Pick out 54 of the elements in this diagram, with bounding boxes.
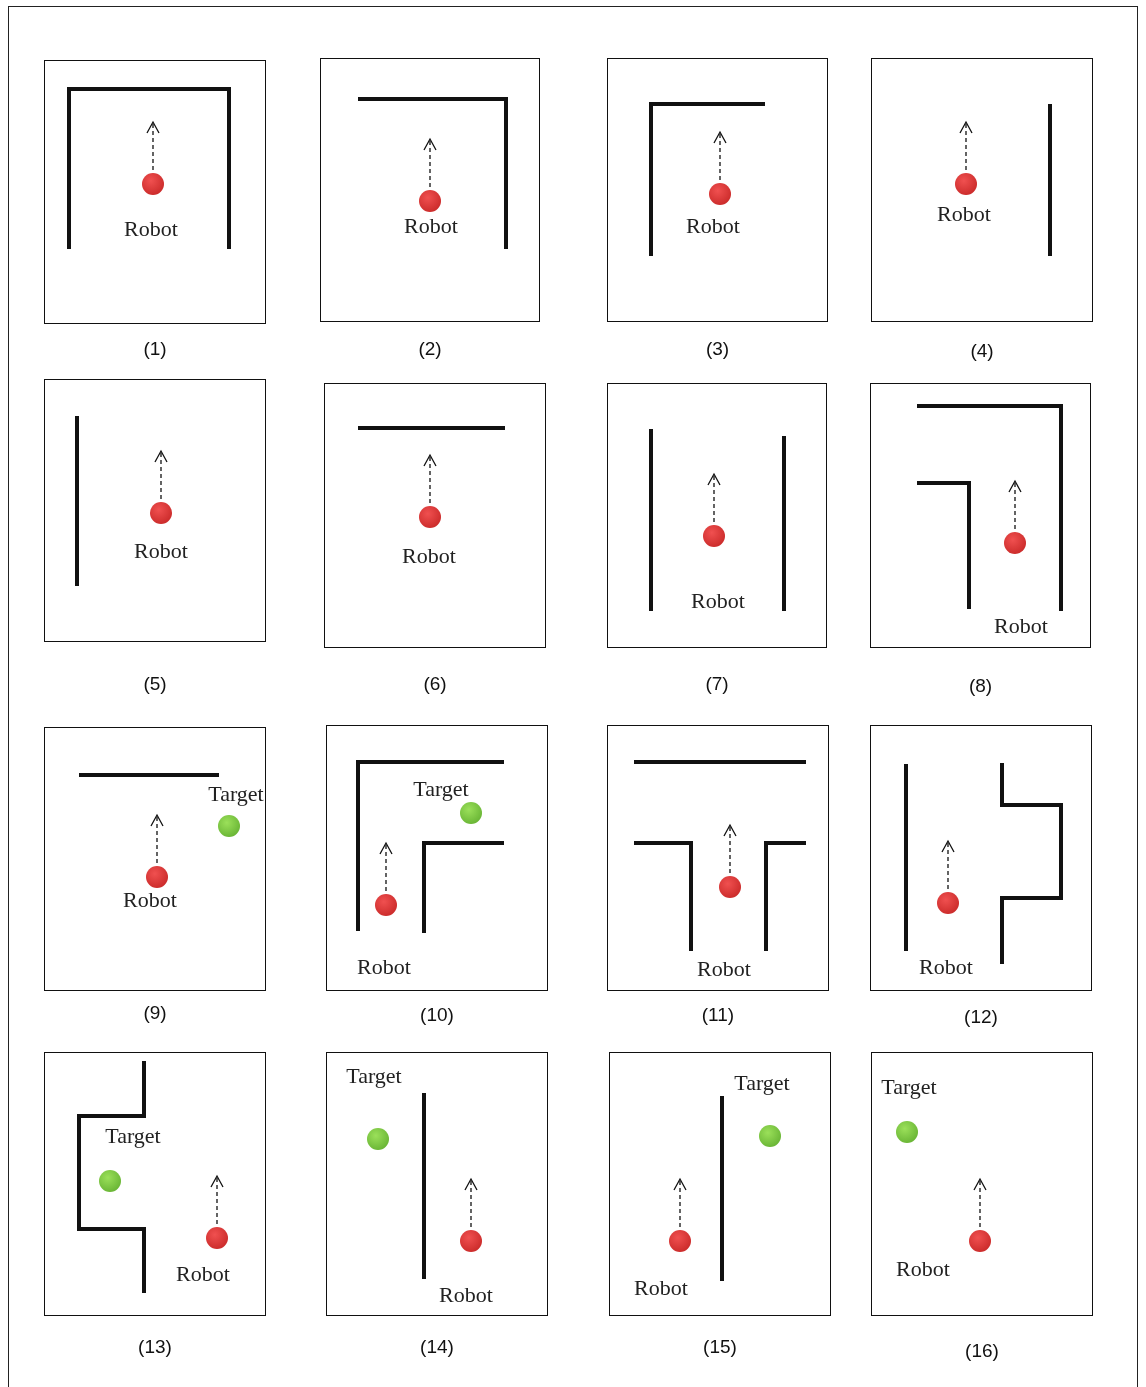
panel-caption: (2) [417,338,443,360]
robot-label: Robot [896,1256,950,1282]
panel-caption: (14) [419,1336,455,1358]
panel-frame [607,58,828,322]
robot-label: Robot [357,954,411,980]
panel-frame [607,725,829,991]
robot-label: Robot [134,538,188,564]
panel-frame [871,1052,1093,1316]
robot-label: Robot [124,216,178,242]
panel-caption: (10) [419,1004,455,1026]
robot-label: Robot [697,956,751,982]
panel-frame [44,1052,266,1316]
robot-label: Robot [686,213,740,239]
panel-frame [609,1052,831,1316]
robot-label: Robot [123,887,177,913]
panel-caption: (7) [704,673,730,695]
panel-frame [326,1052,548,1316]
panel-caption: (12) [963,1006,999,1028]
panel-frame [870,383,1091,648]
robot-label: Robot [176,1261,230,1287]
panel-frame [607,383,827,648]
robot-label: Robot [994,613,1048,639]
target-label: Target [346,1063,402,1089]
robot-label: Robot [402,543,456,569]
target-label: Target [105,1123,161,1149]
panel-frame [320,58,540,322]
target-label: Target [881,1074,937,1100]
panel-caption: (13) [137,1336,173,1358]
robot-label: Robot [937,201,991,227]
panel-frame [44,727,266,991]
panel-caption: (15) [702,1336,738,1358]
panel-caption: (4) [969,340,995,362]
panel-caption: (11) [700,1004,736,1026]
panel-frame [44,379,266,642]
target-label: Target [413,776,469,802]
panel-caption: (6) [422,673,448,695]
panel-frame [870,725,1092,991]
panel-caption: (9) [142,1002,168,1024]
robot-label: Robot [404,213,458,239]
panel-caption: (5) [142,673,168,695]
panel-frame [871,58,1093,322]
robot-label: Robot [634,1275,688,1301]
robot-label: Robot [919,954,973,980]
panel-caption: (1) [142,338,168,360]
panel-frame [324,383,546,648]
robot-label: Robot [691,588,745,614]
target-label: Target [734,1070,790,1096]
robot-label: Robot [439,1282,493,1308]
panel-frame [326,725,548,991]
panel-frame [44,60,266,324]
panel-caption: (16) [964,1340,1000,1362]
panel-caption: (3) [704,338,731,360]
target-label: Target [208,781,264,807]
panel-caption: (8) [967,675,994,697]
